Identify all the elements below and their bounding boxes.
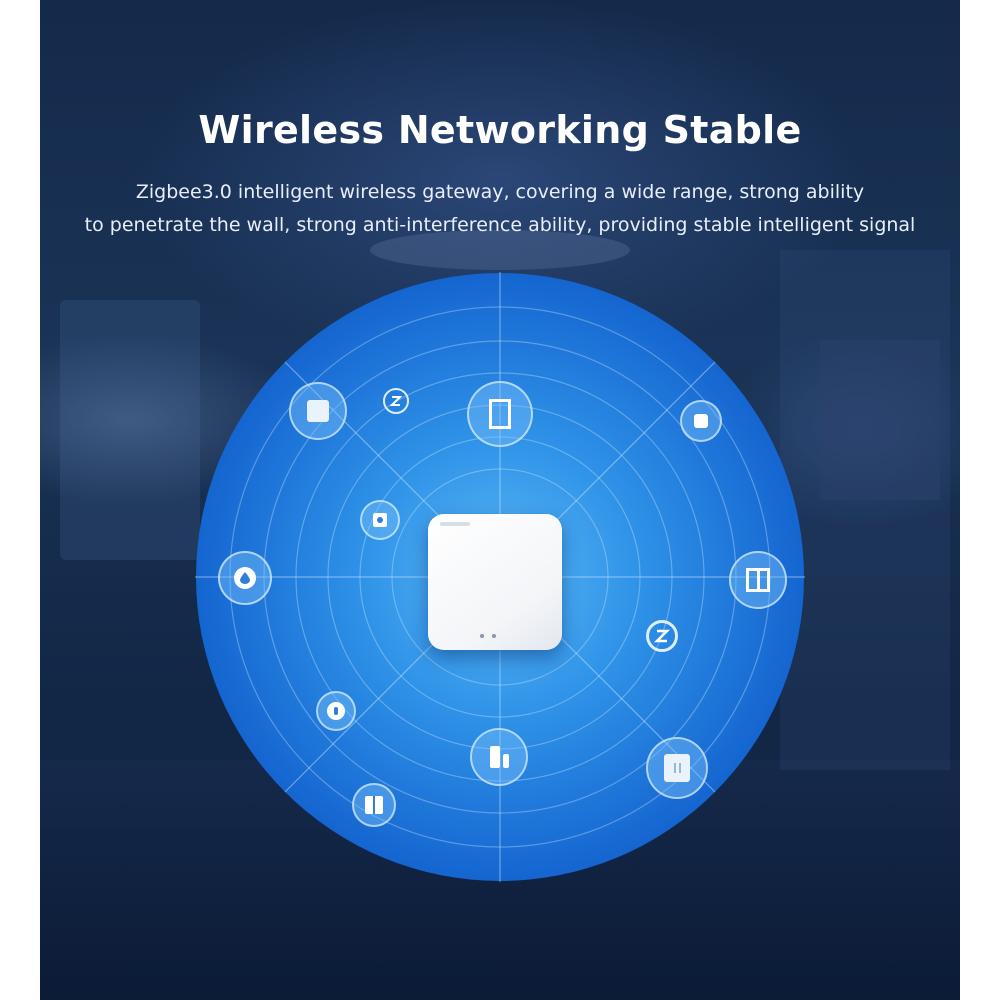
water-leak-sensor-icon [218, 551, 272, 605]
door-sensor-icon [470, 728, 528, 786]
wall-panel-silhouette [780, 250, 950, 770]
hub-led-indicator [480, 634, 484, 638]
hub-logo-mark [440, 522, 470, 526]
page-subtitle: Zigbee3.0 intelligent wireless gateway, … [60, 176, 940, 242]
curtain-switch-icon [729, 551, 787, 609]
tv-silhouette [820, 340, 940, 500]
smart-switch-icon [467, 381, 533, 447]
button-sensor-icon [680, 400, 722, 442]
zigbee-gateway-hub [428, 514, 562, 650]
zigbee-logo-icon [383, 388, 409, 414]
motion-sensor-icon [360, 500, 400, 540]
small-switch-icon [352, 783, 396, 827]
temperature-sensor-icon [316, 691, 356, 731]
hub-led-indicator [492, 634, 496, 638]
chandelier-silhouette [370, 230, 630, 270]
zigbee-logo-icon [646, 620, 678, 652]
double-switch-icon [646, 737, 708, 799]
subtitle-line-1: Zigbee3.0 intelligent wireless gateway, … [135, 181, 865, 203]
subtitle-line-2: to penetrate the wall, strong anti-inter… [84, 214, 916, 236]
lamp-silhouette [60, 300, 200, 560]
page-title: Wireless Networking Stable [198, 108, 802, 152]
square-panel-icon [289, 382, 347, 440]
